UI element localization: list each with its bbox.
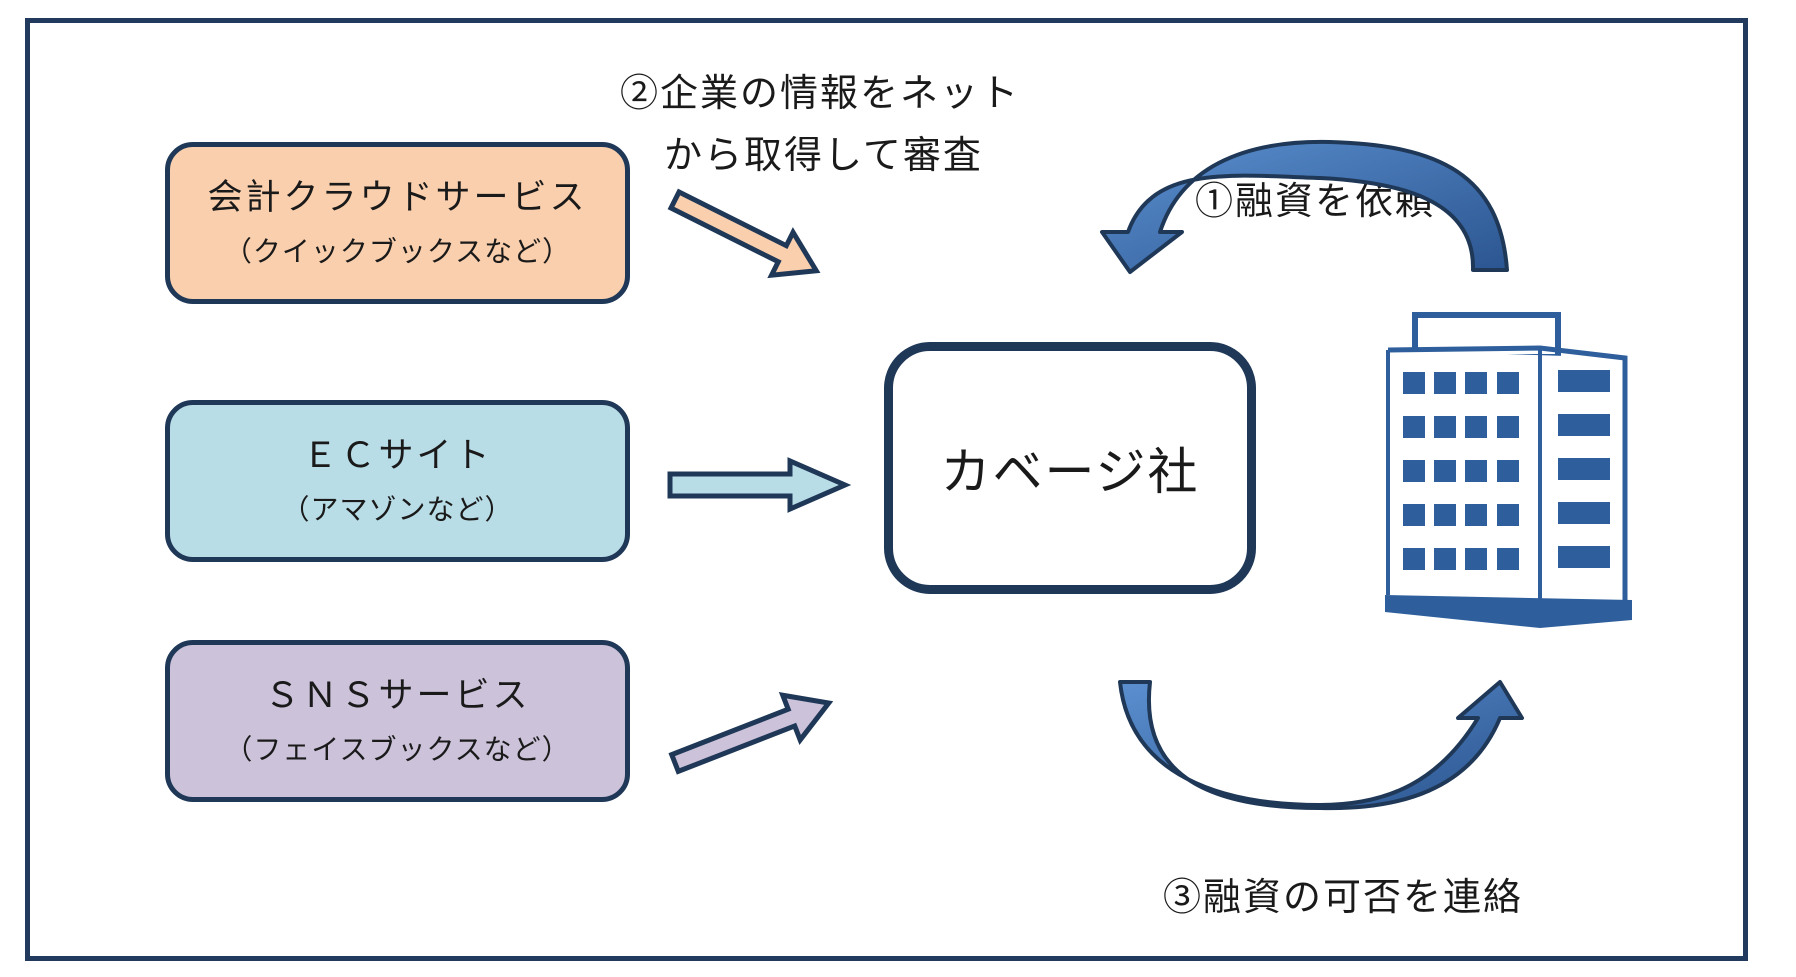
building-window [1465, 548, 1487, 570]
source-subtitle-sns: （フェイスブックスなど） [224, 732, 571, 766]
building-window [1434, 416, 1456, 438]
step2-label-line2: から取得して審査 [664, 133, 983, 177]
building-windows-right [1558, 370, 1610, 568]
step2-label-line1: ②企業の情報をネット [620, 71, 1021, 115]
source-title-accounting: 会計クラウドサービス [207, 178, 588, 219]
building-window [1497, 504, 1519, 526]
building-window [1497, 548, 1519, 570]
building-window [1403, 460, 1425, 482]
diagram-frame [25, 18, 1748, 961]
building-window [1434, 460, 1456, 482]
source-title-sns: ＳＮＳサービス [264, 676, 531, 717]
building-window [1497, 460, 1519, 482]
source-title-ec: ＥＣサイト [302, 436, 493, 477]
arrow-sns-to-kabage [668, 692, 834, 775]
arrow-ec-to-kabage [667, 457, 852, 513]
kabage-company-box: カベージ社 [884, 342, 1256, 594]
source-box-ec-site: ＥＣサイト （アマゾンなど） [165, 400, 630, 562]
building-window-band [1558, 546, 1610, 568]
building-window [1403, 416, 1425, 438]
source-subtitle-ec: （アマゾンなど） [281, 492, 514, 526]
building-window [1497, 372, 1519, 394]
building-window [1465, 504, 1487, 526]
building-window [1465, 372, 1487, 394]
building-window-band [1558, 502, 1610, 524]
building-window-band [1558, 370, 1610, 392]
building-window [1465, 460, 1487, 482]
step2-label: ②企業の情報をネット から取得して審査 [620, 62, 1020, 186]
building-window [1403, 372, 1425, 394]
building-windows-left [1403, 372, 1519, 570]
source-box-accounting-cloud: 会計クラウドサービス （クイックブックスなど） [165, 142, 630, 304]
building-window-band [1558, 414, 1610, 436]
building-window [1403, 504, 1425, 526]
building-window [1497, 416, 1519, 438]
building-window [1434, 504, 1456, 526]
step3-label: ③融資の可否を連絡 [1163, 875, 1524, 919]
building-window-band [1558, 458, 1610, 480]
building-window [1465, 416, 1487, 438]
curved-arrow-loan-request [1100, 139, 1509, 274]
arrow-accounting-to-kabage [667, 188, 821, 279]
source-box-sns: ＳＮＳサービス （フェイスブックスなど） [165, 640, 630, 802]
building-window [1403, 548, 1425, 570]
source-subtitle-accounting: （クイックブックスなど） [223, 234, 572, 268]
curved-arrow-decision-notice [1118, 680, 1524, 811]
kabage-company-label: カベージ社 [940, 443, 1200, 501]
building-window [1434, 548, 1456, 570]
building-window [1434, 372, 1456, 394]
